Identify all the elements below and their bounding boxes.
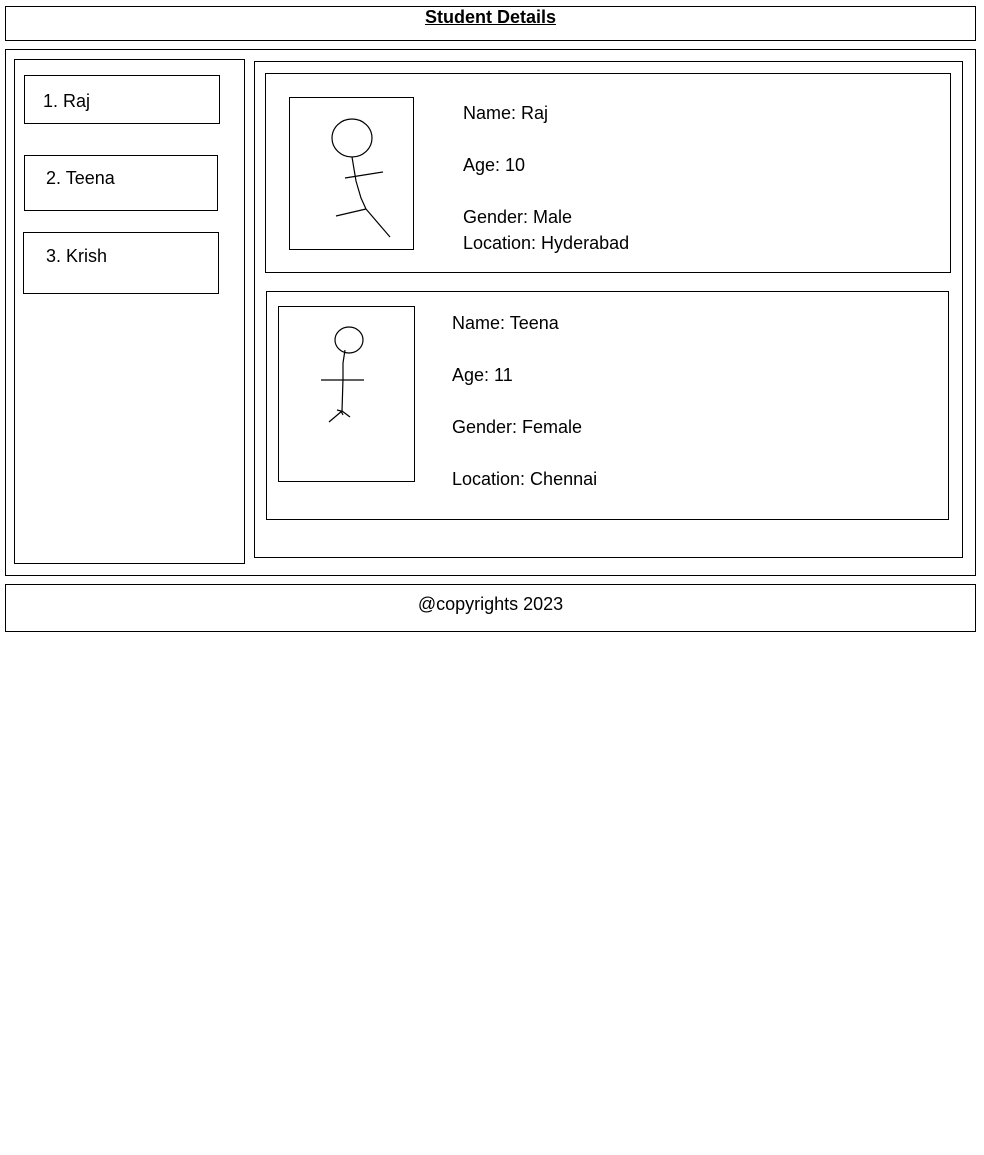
sidebar-item-label: 3. Krish [46,246,108,266]
sidebar-item-teena[interactable]: 2. Teena [24,155,218,211]
student-gender: Gender: Male [463,207,573,227]
student-age: Age: 10 [463,155,526,175]
student-name: Name: Teena [452,313,559,333]
page-title: Student Details [424,7,557,27]
student-location: Location: Hyderabad [463,233,630,253]
copyright-text: @copyrights 2023 [417,594,564,614]
sidebar-item-label: 1. Raj [43,91,91,111]
stick-figure-icon [321,326,364,423]
student-location: Location: Chennai [452,469,598,489]
sidebar-item-krish[interactable]: 3. Krish [23,232,219,294]
student-list-sidebar [14,59,245,564]
student-gender: Gender: Female [452,417,583,437]
sidebar-item-raj[interactable]: 1. Raj [24,75,220,124]
sidebar-item-label: 2. Teena [46,168,115,188]
footer-bar: @copyrights 2023 [5,584,976,632]
student-photo-raj [289,97,414,250]
header-bar: Student Details [5,6,976,41]
student-name: Name: Raj [463,103,549,123]
student-photo-teena [278,306,415,482]
stick-figure-icon [331,118,391,238]
student-age: Age: 11 [452,365,513,385]
